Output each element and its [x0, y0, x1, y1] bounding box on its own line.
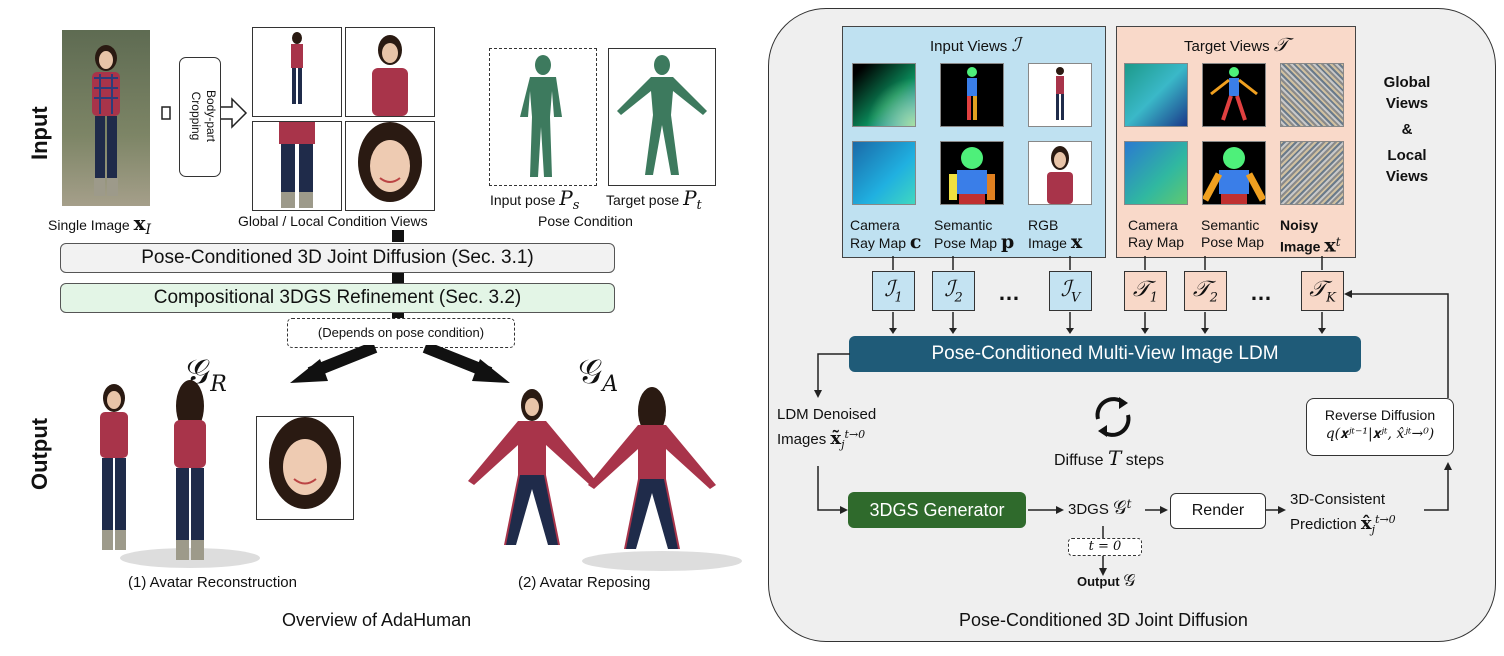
output-side-label: Output	[27, 417, 52, 490]
semantic-pose-icon	[1201, 147, 1267, 204]
noisy-image-caption: Noisy Image 𝐱t	[1280, 217, 1341, 257]
input-token-ellipsis: …	[998, 280, 1020, 305]
overview-caption: Overview of AdaHuman	[282, 610, 472, 630]
consistent-prediction-label: 3D-Consistent Prediction x̂jt→0	[1290, 491, 1396, 536]
diffuse-steps-label: Diffuse T steps	[1054, 446, 1165, 470]
target-camera-raymap-global	[1124, 63, 1188, 127]
reposing-avatars-icon	[468, 387, 742, 571]
target-pose-label: Target pose Pt	[606, 186, 702, 213]
target-token-2: 𝒯2	[1184, 271, 1227, 311]
input-rgb-global	[1028, 63, 1092, 127]
single-image-photo	[62, 30, 150, 206]
input-token-v: ℐV	[1049, 271, 1092, 311]
person-figure-icon	[92, 45, 120, 196]
input-token-1: ℐ1	[872, 271, 915, 311]
target-semantic-caption: Semantic Pose Map	[1201, 217, 1265, 250]
input-views-label: Input Views ℐ	[930, 34, 1021, 56]
target-token-1: 𝒯1	[1124, 271, 1167, 311]
target-pose-map-global	[1202, 63, 1266, 127]
gA-label: 𝒢A	[578, 352, 619, 397]
target-token-ellipsis: …	[1250, 280, 1272, 305]
input-side-label: Input	[27, 106, 52, 160]
target-token-k: 𝒯K	[1301, 271, 1344, 311]
depends-note: (Depends on pose condition)	[287, 318, 515, 348]
flow-arrows	[814, 290, 1452, 576]
connector-bar	[392, 312, 404, 318]
condition-view-global	[252, 27, 342, 117]
3dgs-generator-box: 3DGS Generator	[848, 492, 1026, 528]
t0-condition-box: t = 0	[1068, 538, 1142, 556]
input-pose-map-local	[940, 141, 1004, 205]
reposing-label: (2) Avatar Reposing	[518, 574, 651, 591]
cropping-label-1: Body-part	[204, 89, 218, 143]
output-g-label: Output 𝒢	[1077, 571, 1136, 591]
reconstruction-face-view	[256, 416, 354, 520]
ldm-bar: Pose-Conditioned Multi-View Image LDM	[849, 336, 1361, 372]
token-connectors	[889, 256, 1326, 334]
condition-view-lower	[252, 121, 342, 211]
semantic-pose-icon	[1210, 67, 1258, 121]
condition-view-face	[345, 121, 435, 211]
semantic-pose-icon	[949, 147, 995, 204]
target-pose-box	[608, 48, 716, 186]
reverse-diffusion-box: Reverse Diffusion q(𝐱ʲᵗ⁻¹|𝐱ʲᵗ, x̂ʲᵗ→⁰)	[1306, 398, 1454, 456]
input-camera-raymap-local	[852, 141, 916, 205]
connector-bar	[392, 230, 404, 242]
person-upper-icon	[372, 35, 408, 116]
cycle-icon	[1095, 397, 1131, 437]
connector-bar	[392, 272, 404, 284]
semantic-pose-icon	[967, 67, 977, 120]
joint-diffusion-caption: Pose-Conditioned 3D Joint Diffusion	[959, 610, 1248, 630]
cropping-arrow-icon	[161, 97, 248, 129]
target-camera-caption: Camera Ray Map	[1128, 217, 1185, 250]
rgb-image-caption: RGB Image 𝐱	[1028, 217, 1083, 253]
cropping-label-2: Cropping	[189, 91, 203, 141]
render-box: Render	[1170, 493, 1266, 529]
input-pose-box	[489, 48, 597, 186]
single-image-label: Single Image 𝐱I	[48, 211, 152, 238]
pose-condition-label: Pose Condition	[538, 213, 633, 229]
person-lower-icon	[279, 122, 315, 208]
face-icon	[358, 122, 422, 202]
person-small-icon	[291, 32, 303, 104]
face-icon	[269, 417, 341, 509]
camera-raymap-caption: Camera Ray Map 𝐜	[850, 217, 922, 253]
target-camera-raymap-local	[1124, 141, 1188, 205]
target-noisy-global	[1280, 63, 1344, 127]
stage2-bar: Compositional 3DGS Refinement (Sec. 3.2)	[60, 283, 615, 313]
reconstruction-avatars-icon	[100, 380, 260, 568]
target-noisy-local	[1280, 141, 1344, 205]
tpose-mesh-icon	[617, 55, 707, 175]
person-upper-icon	[1047, 146, 1073, 204]
input-rgb-local	[1028, 141, 1092, 205]
reconstruction-label: (1) Avatar Reconstruction	[128, 574, 297, 591]
person-small-icon	[1056, 67, 1064, 120]
input-pose-map-global	[940, 63, 1004, 127]
target-views-label: Target Views 𝒯	[1184, 34, 1289, 56]
ldm-denoised-label: LDM Denoised Images x̃jt→0	[777, 406, 877, 451]
stage1-bar: Pose-Conditioned 3D Joint Diffusion (Sec…	[60, 243, 615, 273]
diverging-arrows-icon	[290, 345, 510, 383]
input-token-2: ℐ2	[932, 271, 975, 311]
input-camera-raymap-global	[852, 63, 916, 127]
condition-view-upper	[345, 27, 435, 117]
input-pose-label: Input pose Ps	[490, 186, 580, 213]
target-pose-map-local	[1201, 141, 1267, 205]
cropping-box: Body-part Cropping	[179, 57, 221, 177]
body-mesh-icon	[520, 55, 562, 177]
global-local-views-label: Global Views & Local Views	[1383, 74, 1431, 185]
semantic-posemap-caption: Semantic Pose Map 𝐩	[934, 217, 1015, 253]
3dgs-state-label: 3DGS 𝒢t	[1068, 497, 1132, 519]
condition-views-label: Global / Local Condition Views	[238, 213, 428, 229]
